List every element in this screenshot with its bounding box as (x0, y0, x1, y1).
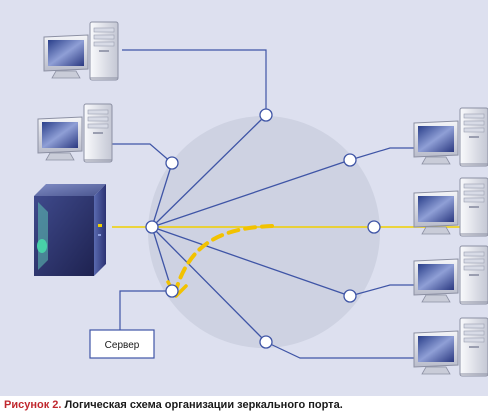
port-left-hub (145, 220, 159, 234)
server-tower-icon (34, 184, 106, 276)
mirror-port-diagram: Сервер (0, 0, 488, 396)
caption-text: Логическая схема организации зеркального… (64, 399, 343, 411)
port-right (367, 220, 381, 234)
server-label: Сервер (105, 340, 140, 351)
external-links (108, 49, 414, 359)
mirror-flow-arrow (174, 224, 274, 292)
server-label-box (89, 329, 155, 359)
caption-label: Рисунок 2. (4, 399, 62, 411)
switch-ports (145, 108, 381, 349)
switch-ring (148, 116, 380, 348)
port-upper-left (165, 156, 179, 170)
port-bottom (259, 335, 273, 349)
internal-links (151, 114, 351, 343)
port-upper-right (343, 153, 357, 167)
figure-caption: Рисунок 2. Логическая схема организации … (4, 398, 343, 412)
port-lower-left-mirror (165, 284, 179, 298)
port-top (259, 108, 273, 122)
port-lower-right (343, 289, 357, 303)
